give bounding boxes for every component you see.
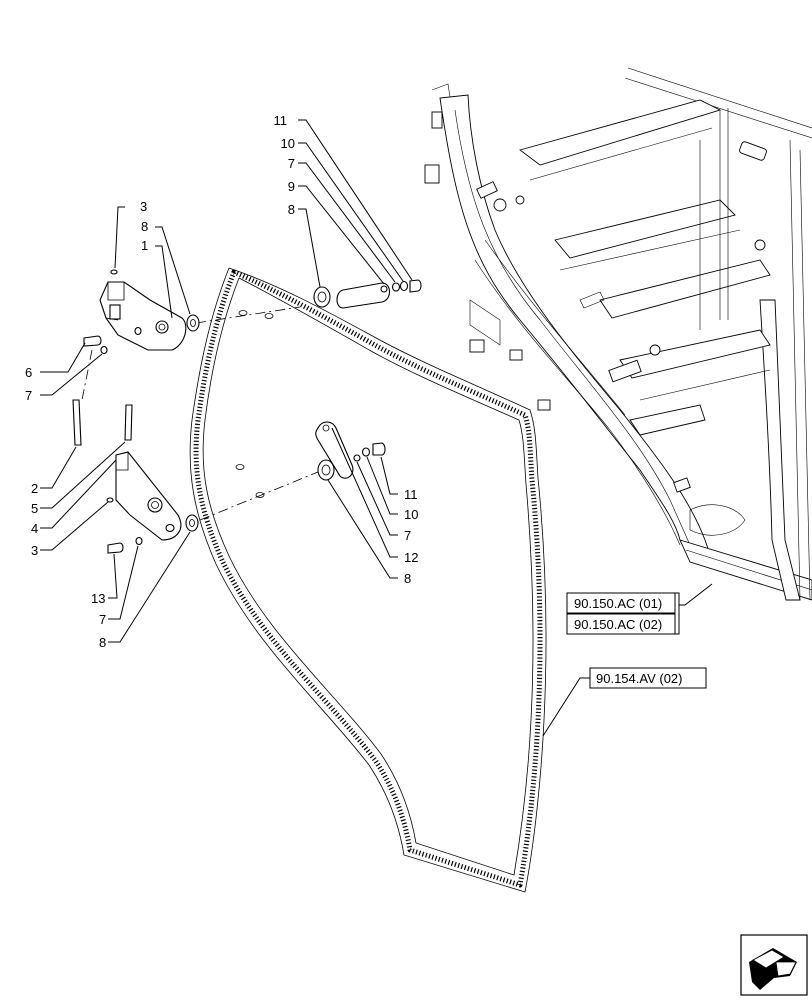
- callout-7-center: 7: [404, 528, 411, 543]
- ref-box-cab-frame-1: [566, 592, 676, 614]
- callout-7-upper: 7: [25, 388, 32, 403]
- callout-10-center: 10: [404, 507, 418, 522]
- hinge-pins: [72, 399, 133, 446]
- top-hardware-cluster: [313, 279, 422, 309]
- callout-7-top: 7: [288, 156, 295, 171]
- callout-8-upper: 8: [141, 219, 148, 234]
- ref-box-door-glass: [589, 667, 707, 689]
- callout-3-upper: 3: [140, 199, 147, 214]
- ref-box-cab-frame-2: [566, 613, 676, 635]
- callout-labels: 11 10 7 9 8 3 8 1 6 7 2 5 4 3 13 7 8 11 …: [25, 113, 418, 650]
- callout-12-center: 12: [404, 550, 418, 565]
- ref-door-glass: 90.154.AV (02): [596, 671, 682, 686]
- callout-2-lower: 2: [31, 481, 38, 496]
- callout-5-lower: 5: [31, 501, 38, 516]
- center-hardware-cluster: [315, 421, 386, 481]
- callout-11-center: 11: [404, 487, 418, 502]
- callout-4-lower: 4: [31, 521, 38, 536]
- callout-13-lower: 13: [91, 591, 105, 606]
- ref-cab-frame-2: 90.150.AC (02): [574, 617, 662, 632]
- leader-lines: [40, 119, 713, 737]
- reference-boxes: 90.150.AC (01) 90.150.AC (02) 90.154.AV …: [566, 592, 707, 689]
- callout-11-top: 11: [274, 113, 288, 128]
- callout-8-top: 8: [288, 202, 295, 217]
- callout-10-top: 10: [281, 136, 295, 151]
- callout-6-upper: 6: [25, 365, 32, 380]
- callout-3-lower: 3: [31, 543, 38, 558]
- lower-hinge: [106, 451, 199, 554]
- callout-8-center: 8: [404, 571, 411, 586]
- upper-hinge: [83, 269, 200, 355]
- callout-7-lower: 7: [99, 612, 106, 627]
- callout-9-top: 9: [288, 179, 295, 194]
- door-glass: [189, 267, 547, 893]
- assembly-axes: [81, 306, 319, 521]
- next-page-arrow-icon[interactable]: [740, 934, 808, 996]
- callout-1-upper: 1: [141, 238, 148, 253]
- ref-cab-frame-1: 90.150.AC (01): [574, 596, 662, 611]
- callout-8-lower: 8: [99, 635, 106, 650]
- cab-frame: [424, 67, 812, 601]
